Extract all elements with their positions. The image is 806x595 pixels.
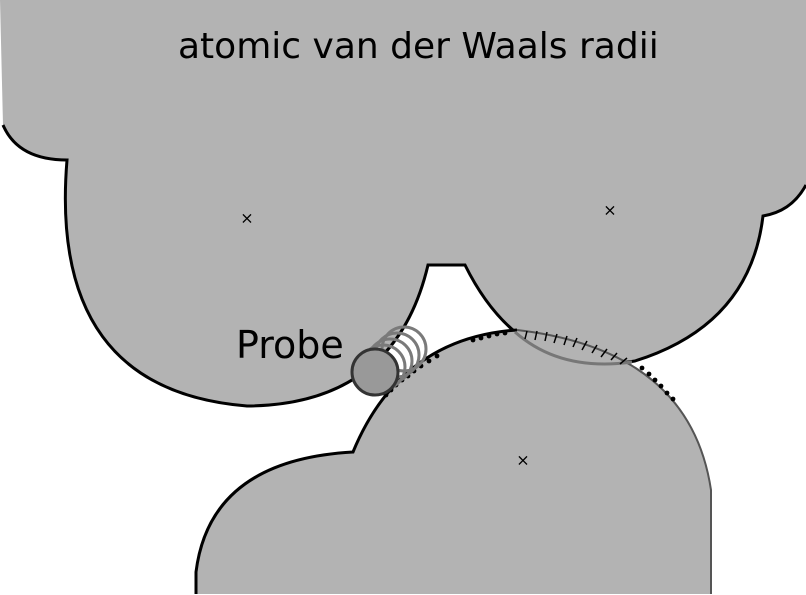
reentrant-surface-hatching: [524, 330, 628, 365]
diagram-title: atomic van der Waals radii: [178, 26, 659, 67]
lower-atom-outline: [194, 328, 518, 594]
upper-atom-cluster: [0, 0, 806, 406]
probe-sphere: [350, 347, 400, 397]
atom-center-marker-right: ×: [603, 201, 616, 220]
probe-label: Probe: [236, 323, 344, 367]
contact-surface-dots: [383, 330, 676, 402]
lower-atom-cluster: [196, 330, 711, 594]
atom-center-marker-left: ×: [240, 209, 253, 228]
overlap-arc: [514, 330, 633, 366]
upper-atom-outline: [1, 124, 806, 408]
atom-center-marker-bottom: ×: [516, 451, 529, 470]
lower-atom-outline-right: [516, 329, 712, 594]
